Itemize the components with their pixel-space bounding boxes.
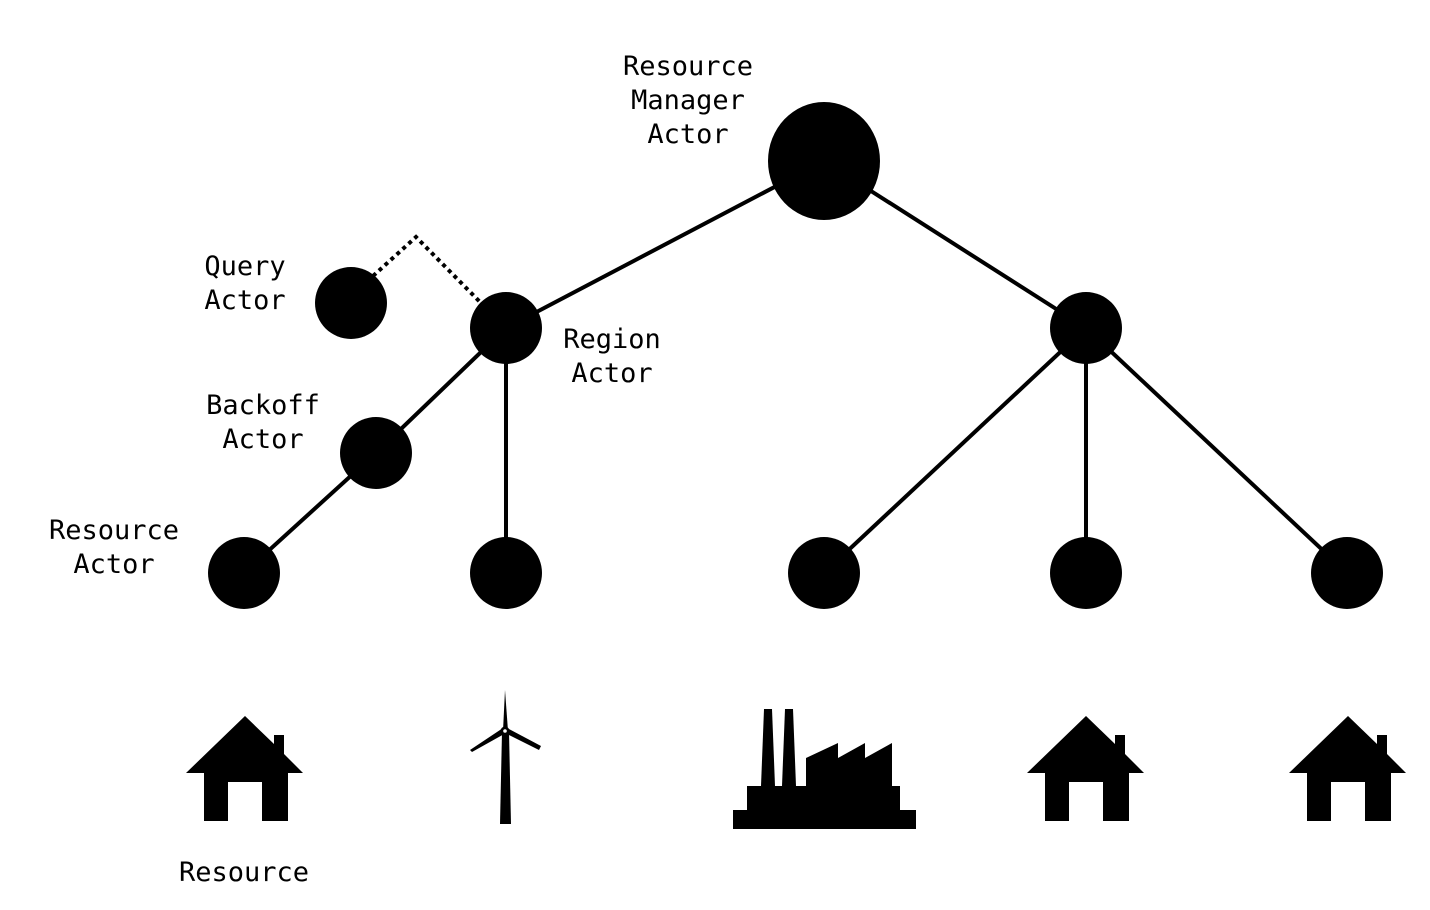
label-line: Region [563,324,661,355]
label-line: Actor [73,549,155,580]
edge-right-region-to-resource-actor-3 [822,326,1088,575]
edges [242,159,1349,575]
label-resource: Resource [179,856,309,890]
house-icon [1027,716,1144,821]
node-query-actor [315,267,387,339]
node-resource-actor-5 [1311,537,1383,609]
label-line: Actor [222,424,304,455]
label-line: Actor [647,119,729,150]
node-resource-actor-4 [1050,537,1122,609]
house-icon [186,716,303,821]
node-resource-actor-1 [208,537,280,609]
edge-right-region-to-resource-actor-5 [1084,326,1349,575]
node-resource-actor-2 [470,537,542,609]
label-line: Query [204,251,286,282]
label-line: Actor [571,358,653,389]
factory-icon [733,709,916,829]
label-line: Backoff [206,390,320,421]
node-resource-manager-actor [768,102,880,220]
label-resource-manager-actor: Resource Manager Actor [623,50,753,152]
label-line: Manager [631,85,745,116]
label-line: Resource [48,515,180,546]
wind-turbine-icon [470,690,541,824]
node-resource-actor-3 [788,537,860,609]
node-backoff-actor [340,417,412,489]
label-query-actor: Query Actor [204,250,285,318]
label-line: Resource [622,51,754,82]
label-region-actor: Region Actor [563,323,661,391]
label-backoff-actor: Backoff Actor [206,389,320,457]
label-resource-actor: Resource Actor [49,514,179,582]
node-region-actor-right [1050,292,1122,364]
label-line: Actor [204,285,286,316]
nodes [208,102,1383,609]
house-icon [1289,716,1406,821]
label-line: Resource [178,857,310,888]
node-region-actor-left [470,292,542,364]
edge-manager-to-left-region [505,159,825,330]
edge-left-region-to-query-dotted [371,234,482,304]
